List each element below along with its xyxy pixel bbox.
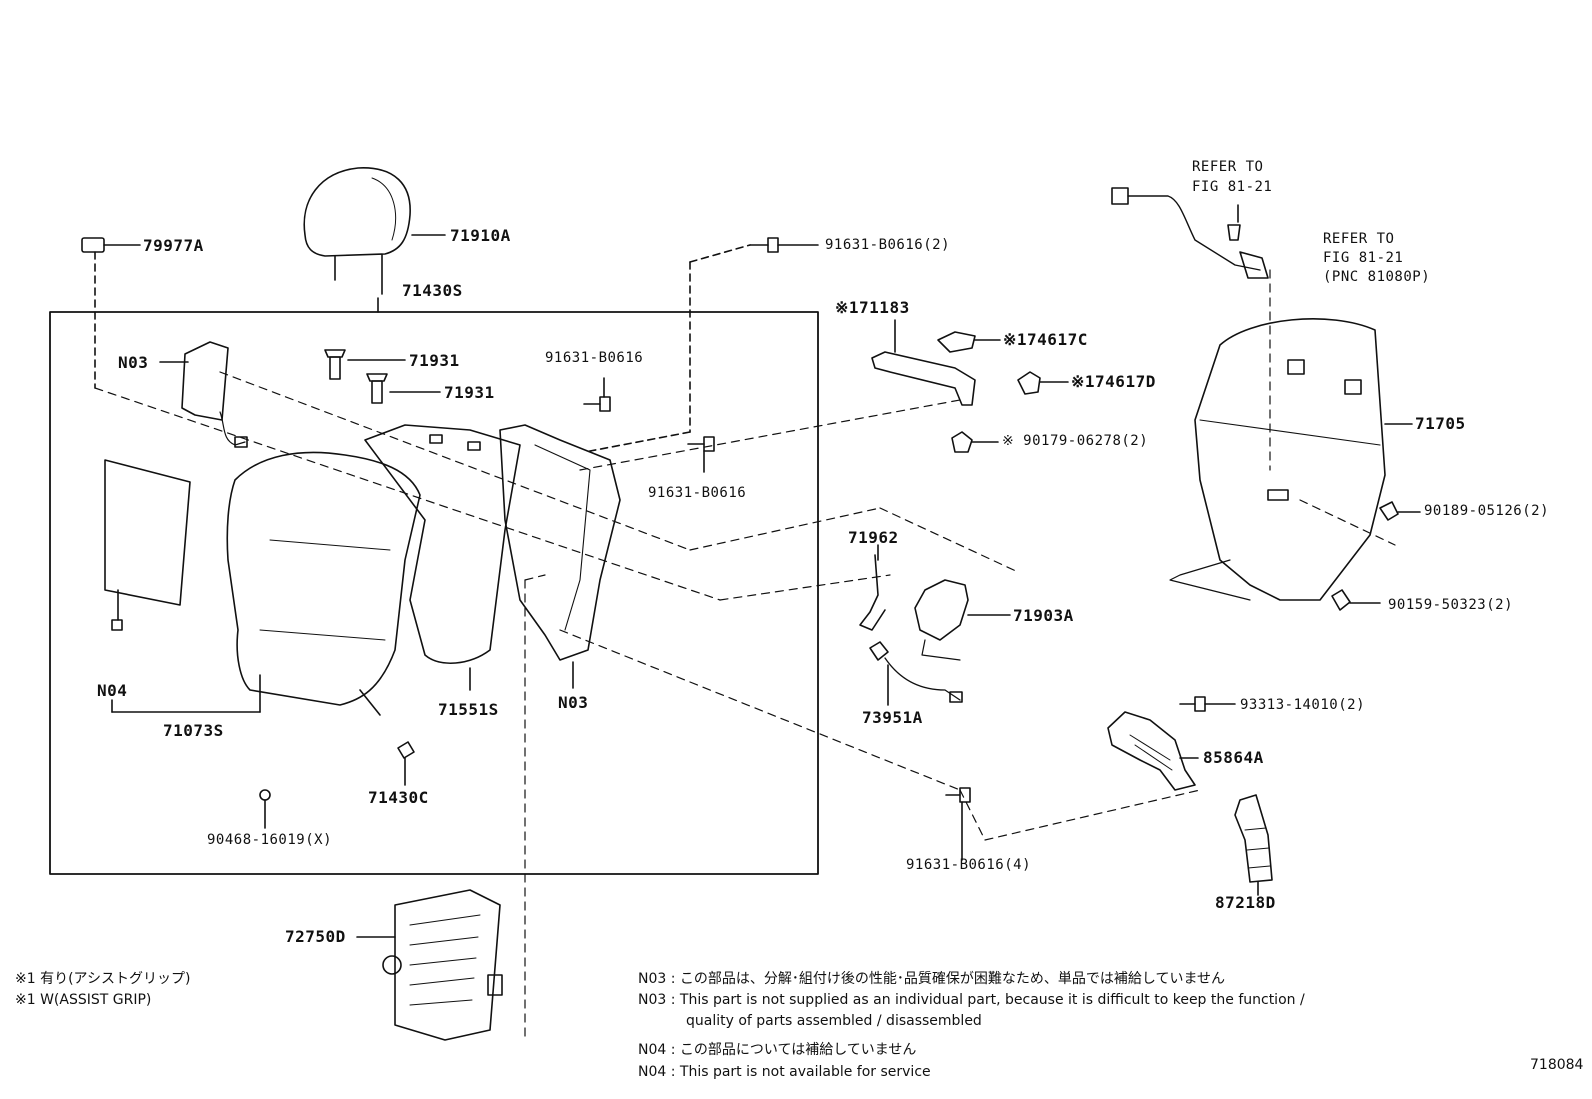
note-n03-en1: N03 : This part is not supplied as an in… <box>638 992 1305 1008</box>
lever-71962 <box>859 544 886 631</box>
refer2-line2: FIG 81-21 <box>1323 250 1404 266</box>
duct-87218D <box>1234 794 1273 896</box>
label-71183: ※171183 <box>835 298 910 317</box>
legend-line1: ※1 有り(アシストグリップ) <box>15 971 191 987</box>
label-71931-b: 71931 <box>444 383 495 402</box>
label-N03-left: N03 <box>118 353 149 372</box>
wire-harness <box>1111 187 1269 279</box>
label-71962: 71962 <box>848 528 899 547</box>
seatback-frame <box>499 424 621 689</box>
seatback-cover-71073S <box>111 451 421 716</box>
label-90468: 90468-16019(X) <box>207 832 333 848</box>
label-N04: N04 <box>97 681 128 700</box>
bolt-91631-mid <box>583 377 611 412</box>
label-73951A: 73951A <box>862 708 923 727</box>
bolt-91631-top <box>584 237 819 453</box>
label-91631-low: 91631-B0616(4) <box>906 857 1032 873</box>
label-91631-mid: 91631-B0616 <box>545 350 644 366</box>
seatback-board <box>104 459 191 631</box>
assembly-box-71430S <box>49 311 819 875</box>
label-71903A: 71903A <box>1013 606 1074 625</box>
label-79977A: 79977A <box>143 236 204 255</box>
cover-74617C <box>937 331 1001 353</box>
label-71910A: 71910A <box>450 226 511 245</box>
cover-74617D <box>1017 371 1069 395</box>
headrest-support-71931-b <box>366 373 441 404</box>
label-87218D: 87218D <box>1215 893 1276 912</box>
label-85864A: 85864A <box>1203 748 1264 767</box>
label-74617C: ※174617C <box>1003 330 1088 349</box>
label-71705: 71705 <box>1415 414 1466 433</box>
note-n04-jp: N04 : この部品については補給していません <box>638 1042 917 1058</box>
refer2-line1: REFER TO <box>1323 231 1395 247</box>
label-72750D: 72750D <box>285 927 346 946</box>
bolt-91631-mid2 <box>687 436 715 473</box>
label-90179: ※ 90179-06278(2) <box>1002 433 1149 449</box>
note-n04-en: N04 : This part is not available for ser… <box>638 1064 931 1080</box>
label-71551S: 71551S <box>438 700 499 719</box>
figure-id: 718084 <box>1530 1057 1584 1073</box>
back-panel-71705 <box>1169 318 1413 601</box>
seatback-pad-71551S <box>364 424 521 691</box>
clip-71430C <box>397 741 415 786</box>
label-N03-mid: N03 <box>558 693 589 712</box>
headrest-71910A <box>303 167 446 295</box>
refer2-line3: (PNC 81080P) <box>1323 269 1431 285</box>
bolt-93313 <box>1179 696 1236 712</box>
label-91631-top: 91631-B0616(2) <box>825 237 951 253</box>
clip-90189 <box>1379 501 1421 521</box>
label-71430S: 71430S <box>402 281 463 300</box>
bolt-91631-low <box>945 787 971 861</box>
label-74617D: ※174617D <box>1071 372 1156 391</box>
note-n03-jp: N03 : この部品は、分解･組付け後の性能･品質確保が困難なため、単品では補給… <box>638 971 1226 987</box>
label-71931-a: 71931 <box>409 351 460 370</box>
assist-grip-71183 <box>871 319 976 406</box>
label-93313: 93313-14010(2) <box>1240 697 1366 713</box>
headrest-support-71931-a <box>324 349 406 380</box>
side-airbag-N03 <box>159 341 248 448</box>
guide-lines <box>94 269 1396 1041</box>
cable-73951A <box>869 641 963 706</box>
label-90159: 90159-50323(2) <box>1388 597 1514 613</box>
legend-line2: ※1 W(ASSIST GRIP) <box>15 992 152 1008</box>
tie-90468 <box>259 789 271 829</box>
label-91631-mid2: 91631-B0616 <box>648 485 747 501</box>
clip-79977A <box>81 237 141 389</box>
note-n03-en2: quality of parts assembled / disassemble… <box>686 1013 982 1029</box>
refer1-line2: FIG 81-21 <box>1192 179 1273 195</box>
label-90189: 90189-05126(2) <box>1424 503 1550 519</box>
duct-85864A <box>1107 711 1199 791</box>
label-71073S: 71073S <box>163 721 224 740</box>
clip-90159 <box>1331 589 1381 611</box>
label-71430C: 71430C <box>368 788 429 807</box>
refer1-line1: REFER TO <box>1192 159 1264 175</box>
lumbar-72750D <box>356 889 503 1041</box>
recliner-71903A <box>914 579 1011 661</box>
nut-90179 <box>951 431 999 453</box>
